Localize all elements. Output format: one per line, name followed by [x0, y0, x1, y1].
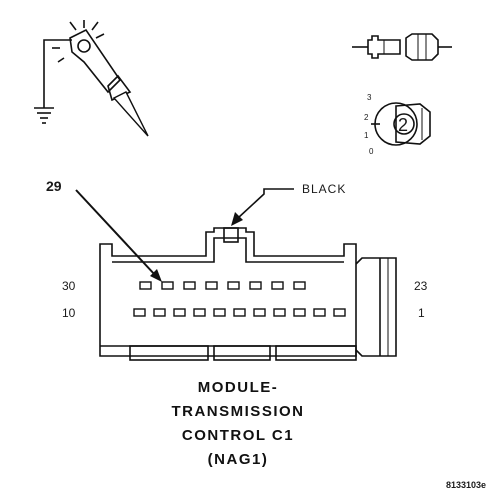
title-line-4: (NAG1): [208, 451, 269, 468]
pin-number-top-right: 23: [414, 279, 428, 293]
key-position-0: 0: [369, 147, 374, 156]
connector-pair-icon: [352, 33, 452, 61]
key-position-2: 2: [364, 113, 369, 122]
ignition-key-position-icon: 3 2 1 0 2: [364, 93, 431, 156]
pin-callout-leader: [75, 189, 157, 277]
connector-c1-housing: [99, 227, 397, 361]
key-position-1: 1: [364, 131, 369, 140]
figure-id: 8133103e: [446, 480, 486, 490]
title-line-2: TRANSMISSION: [171, 403, 304, 420]
color-callout-leader: [237, 188, 294, 219]
key-position-3: 3: [367, 93, 372, 102]
pin-cavity-row-top: [139, 281, 306, 290]
pin-number-top-left: 30: [62, 279, 76, 293]
pin-number-bottom-left: 10: [62, 306, 76, 320]
color-callout-arrowhead: [231, 212, 243, 226]
color-callout-label: BLACK: [302, 182, 346, 196]
key-badge-number: 2: [398, 115, 408, 135]
pin-callout-label: 29: [46, 178, 62, 194]
pin-callout-arrowhead: [150, 269, 162, 282]
pin-number-bottom-right: 1: [418, 306, 425, 320]
pin-cavity-row-bottom: [133, 308, 346, 317]
title-line-1: MODULE-: [198, 379, 279, 396]
connector-title: MODULE- TRANSMISSION CONTROL C1 (NAG1): [171, 379, 304, 468]
test-probe-ground-icon: [34, 20, 149, 137]
title-line-3: CONTROL C1: [182, 427, 294, 444]
